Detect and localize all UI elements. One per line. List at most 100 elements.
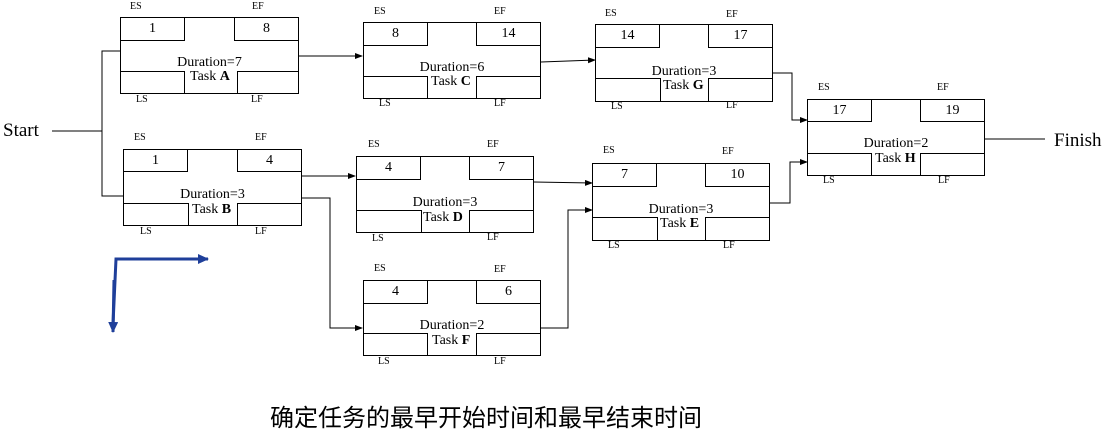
lf-cell (476, 76, 541, 99)
arrow-d-e (533, 179, 593, 186)
ls-cell (123, 203, 189, 226)
ef-cell: 17 (708, 24, 773, 48)
task-name: Task B (192, 203, 231, 217)
task-name: Task D (423, 211, 463, 225)
lf-cell (237, 203, 302, 226)
ls-cell (595, 78, 661, 102)
arrow-c-g (540, 57, 596, 64)
lf-cell (237, 71, 299, 94)
task-name: Task C (431, 75, 471, 89)
task-letter: C (460, 74, 471, 89)
lf-label: LF (494, 98, 506, 109)
lf-cell (705, 217, 770, 241)
ls-label: LS (378, 356, 390, 367)
ls-label: LS (823, 175, 835, 186)
task-name: Task E (660, 217, 699, 231)
legend-corner-line (111, 257, 205, 325)
task-prefix: Task (875, 151, 902, 166)
lf-label: LF (255, 226, 267, 237)
lf-label: LF (938, 175, 950, 186)
ls-label: LS (136, 94, 148, 105)
es-label: ES (374, 6, 386, 17)
ls-cell (363, 333, 428, 356)
start-label: Start (3, 120, 39, 141)
lf-cell (476, 333, 541, 356)
ef-cell: 14 (476, 22, 541, 46)
ef-label: EF (255, 132, 267, 143)
es-cell: 7 (592, 163, 657, 187)
duration-text: Duration=2 (419, 318, 485, 333)
lf-cell (708, 78, 773, 102)
es-cell: 8 (363, 22, 428, 46)
arrow-f-e (541, 207, 593, 329)
task-letter: A (219, 69, 230, 84)
task-prefix: Task (432, 333, 459, 348)
ef-label: EF (487, 139, 499, 150)
task-box: 17 19 Duration=2 Task H (807, 99, 985, 176)
task-letter: E (689, 216, 700, 231)
lf-cell (469, 210, 534, 233)
ef-label: EF (252, 1, 264, 12)
task-letter: H (904, 151, 916, 166)
task-box: 8 14 Duration=6 Task C (363, 22, 541, 99)
task-box: 1 8 Duration=7 Task A (120, 17, 299, 94)
arrow-start-a (101, 50, 120, 131)
ls-cell (807, 153, 872, 176)
arrow-e-h (770, 159, 808, 204)
es-label: ES (130, 1, 142, 12)
ef-label: EF (937, 82, 949, 93)
es-label: ES (818, 82, 830, 93)
ef-cell: 4 (237, 149, 302, 172)
task-prefix: Task (190, 69, 217, 84)
task-name: Task G (663, 79, 704, 93)
task-box: 14 17 Duration=3 Task G (595, 24, 773, 102)
ef-cell: 6 (476, 280, 541, 304)
task-box: 1 4 Duration=3 Task B (123, 149, 302, 226)
ls-cell (592, 217, 658, 241)
es-cell: 1 (120, 17, 185, 41)
es-cell: 1 (123, 149, 188, 172)
caption-text: 确定任务的最早开始时间和最早结束时间 (270, 404, 702, 432)
ls-cell (356, 210, 422, 233)
ls-label: LS (379, 98, 391, 109)
task-prefix: Task (660, 216, 687, 231)
es-label: ES (134, 132, 146, 143)
ef-label: EF (494, 264, 506, 275)
duration-text: Duration=6 (419, 60, 485, 75)
ef-cell: 8 (234, 17, 299, 41)
ls-label: LS (140, 226, 152, 237)
task-name: Task F (432, 334, 470, 348)
lf-label: LF (487, 232, 499, 243)
task-prefix: Task (663, 78, 690, 93)
task-letter: G (692, 78, 704, 93)
finish-label: Finish (1054, 130, 1102, 151)
duration-text: Duration=2 (863, 136, 929, 151)
duration-text: Duration=7 (177, 55, 242, 70)
arrow-b-f (302, 197, 363, 331)
task-prefix: Task (431, 74, 458, 89)
ef-label: EF (722, 146, 734, 157)
es-cell: 4 (363, 280, 428, 304)
task-prefix: Task (192, 202, 219, 217)
lf-label: LF (251, 94, 263, 105)
arrow-g-h (773, 72, 808, 123)
lf-label: LF (723, 240, 735, 251)
duration-text: Duration=3 (648, 202, 714, 217)
task-prefix: Task (423, 210, 450, 225)
duration-text: Duration=3 (412, 195, 478, 210)
es-label: ES (603, 145, 615, 156)
task-box: 4 6 Duration=2 Task F (363, 280, 541, 356)
lf-label: LF (494, 356, 506, 367)
task-letter: D (452, 210, 463, 225)
ef-label: EF (726, 9, 738, 20)
task-name: Task A (190, 70, 230, 84)
ls-cell (120, 71, 185, 94)
es-cell: 4 (356, 156, 421, 180)
ef-cell: 10 (705, 163, 770, 187)
ls-cell (363, 76, 428, 99)
duration-text: Duration=3 (180, 187, 245, 202)
lf-cell (920, 153, 985, 176)
ls-label: LS (611, 101, 623, 112)
es-label: ES (368, 139, 380, 150)
